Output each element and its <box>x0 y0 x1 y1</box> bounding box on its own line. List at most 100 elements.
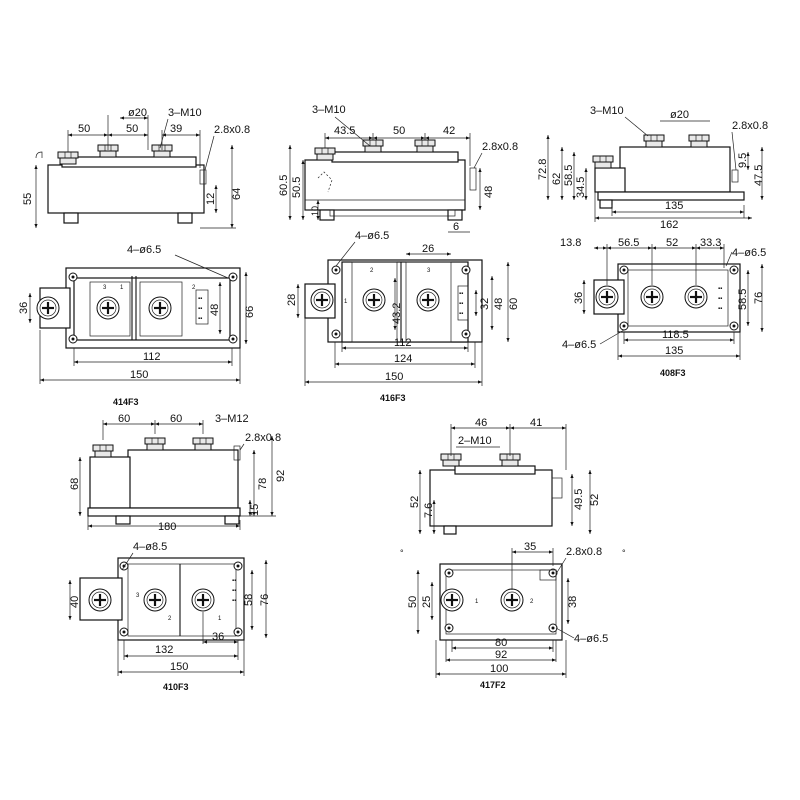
dim-h36: 36 <box>573 292 585 304</box>
caption-410f3: 410F3 <box>163 682 189 692</box>
terminal-1: 1 <box>475 599 479 605</box>
svg-text:°: ° <box>400 548 404 558</box>
thread-label: 3–M10 <box>168 107 202 119</box>
dim-w135: 135 <box>665 345 683 357</box>
dim-h52b: 52 <box>589 494 601 506</box>
package-410f3: 60 60 3–M12 2.8x0.8 68 78 92 15 180 <box>68 413 287 692</box>
terminal-3: 3 <box>103 285 107 291</box>
svg-text:▪▪: ▪▪ <box>459 301 463 307</box>
holes-label: 4–ø6.5 <box>355 230 389 242</box>
dim-w124: 124 <box>394 353 412 365</box>
top-view-416f3: ▪▪▪▪▪▪ 1 2 3 4–ø6.5 26 28 43.2 32 48 60 … <box>286 230 520 403</box>
dim-h48: 48 <box>209 304 221 316</box>
dim-13-8: 13.8 <box>560 237 581 249</box>
terminal-2: 2 <box>530 599 534 605</box>
thread-label: 2–M10 <box>458 435 492 447</box>
svg-text:▪▪: ▪▪ <box>718 286 722 292</box>
dim-h76: 76 <box>259 594 271 606</box>
thread-label: 3–M10 <box>312 104 346 116</box>
thread-label: 3–M10 <box>590 105 624 117</box>
svg-text:▪▪: ▪▪ <box>232 598 236 604</box>
dim-43-5: 43.5 <box>334 125 355 137</box>
dim-dia20: ø20 <box>128 107 147 119</box>
tab-size: 2.8x0.8 <box>245 432 281 444</box>
svg-text:▪▪: ▪▪ <box>718 296 722 302</box>
package-414f3: 50 ø20 50 39 3–M10 2.8x0.8 55 12 64 <box>18 107 256 407</box>
dim-46: 46 <box>475 417 487 429</box>
svg-text:▪▪: ▪▪ <box>198 296 202 302</box>
package-417f2: 46 41 2–M10 52 7.6 49.5 52 °° 1 2 <box>400 417 626 690</box>
dim-h66: 66 <box>244 306 256 318</box>
dim-50: 50 <box>393 125 405 137</box>
svg-text:°: ° <box>622 548 626 558</box>
dim-h32: 32 <box>479 298 491 310</box>
dim-h60-5: 60.5 <box>278 175 290 196</box>
terminal-3: 3 <box>427 268 431 274</box>
dim-h7-6: 7.6 <box>423 503 435 518</box>
terminal-3: 3 <box>136 593 140 599</box>
top-view-414f3: ▪▪▪▪▪▪ 3 1 2 4–ø6.5 36 48 66 112 150 414… <box>18 244 256 407</box>
dim-w162: 162 <box>660 219 678 231</box>
svg-text:▪▪: ▪▪ <box>232 588 236 594</box>
dim-42: 42 <box>443 125 455 137</box>
front-view-410f3: 60 60 3–M12 2.8x0.8 68 78 92 15 180 <box>69 413 287 533</box>
dim-h76: 76 <box>753 292 765 304</box>
dim-h64: 64 <box>231 188 243 200</box>
dim-h40: 40 <box>69 596 81 608</box>
svg-text:▪▪: ▪▪ <box>718 306 722 312</box>
dim-h49-5: 49.5 <box>573 489 585 510</box>
dim-h55: 55 <box>22 193 34 205</box>
dim-39: 39 <box>170 123 182 135</box>
dim-36: 36 <box>212 631 224 643</box>
terminal-2: 2 <box>370 268 374 274</box>
dim-h10: 10 <box>310 206 320 216</box>
svg-text:▪▪: ▪▪ <box>198 316 202 322</box>
holes-label-bottom: 4–ø6.5 <box>562 339 596 351</box>
front-view-416f3: 3–M10 43.5 50 42 2.8x0.8 60.5 50.5 10 48… <box>278 104 518 233</box>
caption-414f3: 414F3 <box>113 397 139 407</box>
terminal-2: 2 <box>192 285 196 291</box>
dim-w150: 150 <box>130 369 148 381</box>
dim-w132: 132 <box>155 644 173 656</box>
top-view-410f3: ▪▪▪▪▪▪ 3 2 1 4–ø8.5 40 58 76 132 36 150 … <box>68 541 271 692</box>
dim-60b: 60 <box>170 413 182 425</box>
dim-w150: 150 <box>170 661 188 673</box>
dim-h43-2: 43.2 <box>391 303 403 324</box>
front-view-417f2: 46 41 2–M10 52 7.6 49.5 52 °° <box>400 417 626 558</box>
dim-w36: 36 <box>18 302 30 314</box>
caption-408f3: 408F3 <box>660 368 686 378</box>
dim-h50-5: 50.5 <box>291 177 303 198</box>
dim-50a: 50 <box>78 123 90 135</box>
holes-label: 4–ø6.5 <box>127 244 161 256</box>
caption-417f2: 417F2 <box>480 680 506 690</box>
terminal-1: 1 <box>120 285 124 291</box>
dim-h48: 48 <box>493 298 505 310</box>
dim-w150: 150 <box>385 371 403 383</box>
thread-label: 3–M12 <box>215 413 249 425</box>
terminal-1: 1 <box>344 299 348 305</box>
dim-h78: 78 <box>257 478 269 490</box>
package-408f3: 3–M10 ø20 2.8x0.8 72.8 62 58.5 34.5 9.5 … <box>537 105 768 378</box>
top-view-408f3: ▪▪▪▪▪▪ 13.8 56.5 52 33.3 4–ø6.5 4–ø6.5 3… <box>560 237 766 378</box>
dim-w92: 92 <box>495 649 507 661</box>
dim-56-5: 56.5 <box>618 237 639 249</box>
dim-h34-5: 34.5 <box>575 177 587 198</box>
svg-text:▪▪: ▪▪ <box>459 311 463 317</box>
svg-text:▪▪: ▪▪ <box>198 306 202 312</box>
holes-label-top: 4–ø6.5 <box>732 247 766 259</box>
caption-416f3: 416F3 <box>380 393 406 403</box>
dim-50b: 50 <box>126 123 138 135</box>
dim-33-3: 33.3 <box>700 237 721 249</box>
top-view-417f2: 1 2 35 2.8x0.8 50 25 38 80 92 100 4–ø6.5… <box>407 541 608 690</box>
tab-size: 2.8x0.8 <box>482 141 518 153</box>
front-view-414f3: 50 ø20 50 39 3–M10 2.8x0.8 55 12 64 <box>22 107 250 229</box>
dim-h68: 68 <box>69 478 81 490</box>
dim-h12: 12 <box>205 193 217 205</box>
dim-h60: 60 <box>508 298 520 310</box>
dim-h58-5: 58.5 <box>737 289 749 310</box>
dim-h47-5: 47.5 <box>753 165 765 186</box>
svg-text:▪▪: ▪▪ <box>232 578 236 584</box>
svg-text:▪▪: ▪▪ <box>459 291 463 297</box>
dim-h48: 48 <box>483 186 495 198</box>
